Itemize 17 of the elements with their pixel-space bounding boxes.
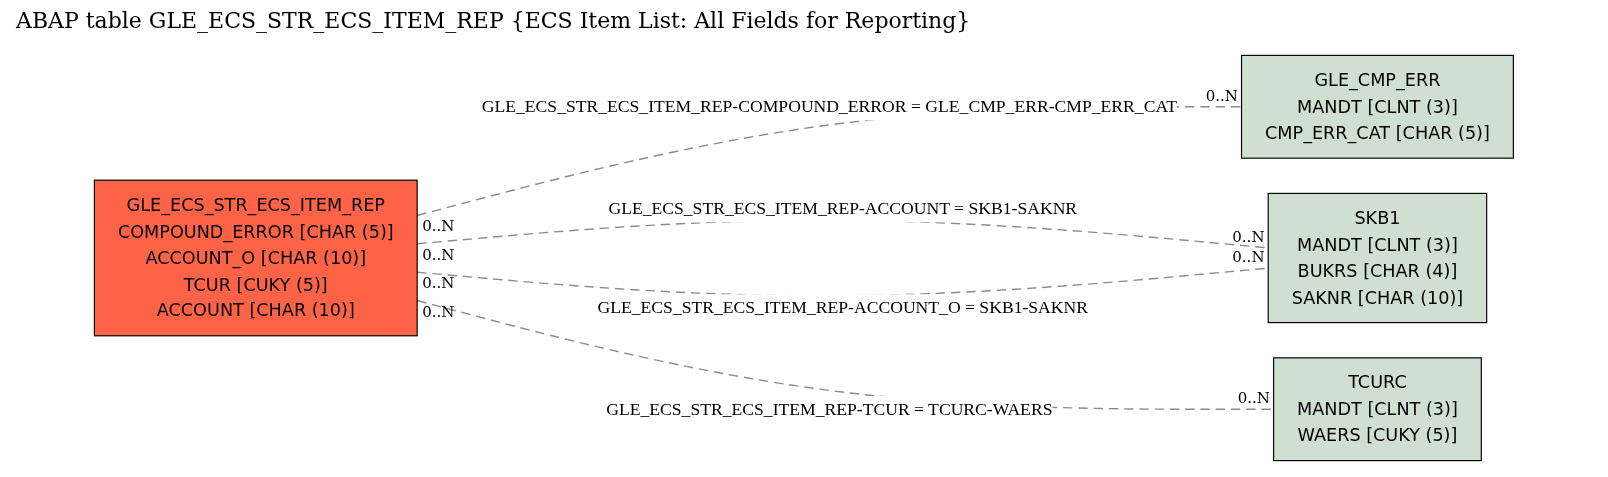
cardinality-label: 0..N [1232,249,1265,266]
node-box: GLE_CMP_ERR MANDT [CLNT (3)] CMP_ERR_CAT [CHAR (5)] [1241,54,1515,159]
cardinality-label: 0..N [422,275,455,292]
edge-label: GLE_ECS_STR_ECS_ITEM_REP-ACCOUNT = SKB1-SAKNR [608,198,1078,218]
cardinality-label: 0..N [422,218,455,235]
node-box: SKB1 MANDT [CLNT (3)] BUKRS [CHAR (4)] SAKNR [CHAR (10)] [1267,192,1488,324]
node-box: GLE_ECS_STR_ECS_ITEM_REP COMPOUND_ERROR [CHAR (5)] ACCOUNT_O [CHAR (10)] TCUR [CUKY (5)] ACCOUNT [CHAR (10)] [93,179,418,337]
edge-label: GLE_ECS_STR_ECS_ITEM_REP-TCUR = TCURC-WAERS [606,399,1053,419]
cardinality-label: 0..N [1232,228,1265,246]
cardinality-label: 0..N [422,246,455,264]
edge-label: GLE_ECS_STR_ECS_ITEM_REP-COMPOUND_ERROR = GLE_CMP_ERR-CMP_ERR_CAT [481,97,1178,116]
cardinality-label: 0..N [1205,87,1238,105]
diagram-title: ABAP table GLE_ECS_STR_ECS_ITEM_REP {ECS Item List: All Fields for Reporting} [16,8,971,33]
cardinality-label: 0..N [1237,390,1270,407]
node-box: TCURC MANDT [CLNT (3)] WAERS [CUKY (5)] [1273,357,1482,462]
edge-label: GLE_ECS_STR_ECS_ITEM_REP-ACCOUNT_O = SKB1-SAKNR [597,297,1089,317]
cardinality-label: 0..N [422,303,455,321]
